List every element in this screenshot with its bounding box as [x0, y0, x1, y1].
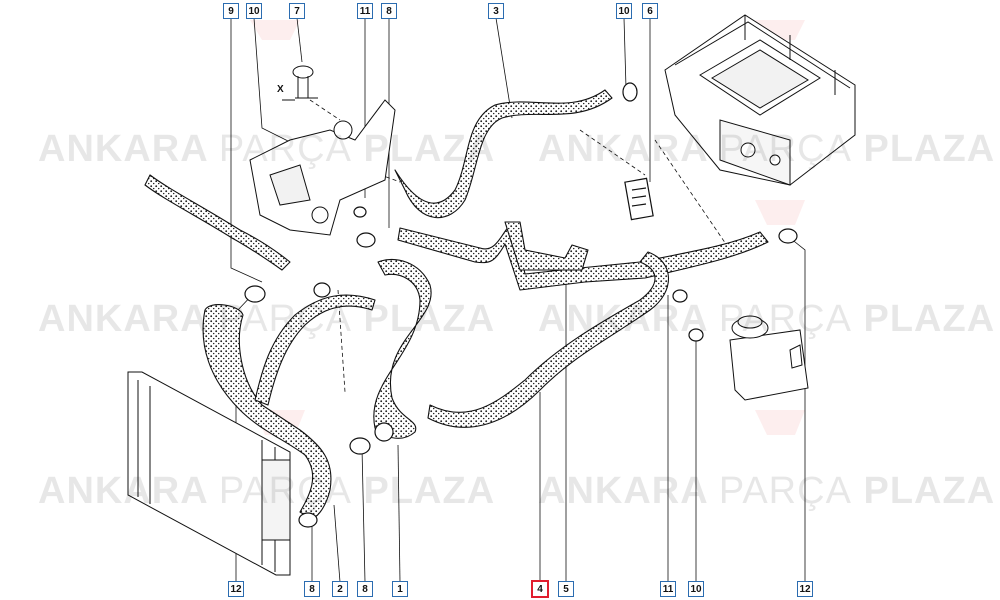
- callout-top-9[interactable]: 9: [223, 3, 239, 19]
- callout-bottom-2[interactable]: 2: [332, 581, 348, 597]
- clamp-10: [688, 328, 704, 342]
- hose-1: [373, 258, 432, 439]
- callout-bottom-12b[interactable]: 12: [797, 581, 813, 597]
- hose-4: [427, 251, 670, 428]
- watermark-text: ANKARA PARÇA PLAZA: [538, 470, 995, 513]
- watermark-brand: ANKARA: [538, 470, 708, 512]
- callout-bottom-11[interactable]: 11: [660, 581, 676, 597]
- watermark-text: ANKARA PARÇA PLAZA: [38, 470, 495, 513]
- hose-left-bypass: [254, 294, 376, 406]
- watermark-brand: ANKARA: [38, 298, 208, 340]
- watermark-suffix: PLAZA: [863, 128, 996, 170]
- watermark-brand: ANKARA: [538, 298, 708, 340]
- callout-top-7[interactable]: 7: [289, 3, 305, 19]
- watermark-text: ANKARA PARÇA PLAZA: [38, 128, 495, 171]
- watermark-middle: PARÇA: [218, 128, 352, 170]
- callout-top-3[interactable]: 3: [488, 3, 504, 19]
- clamp-8: [298, 512, 318, 528]
- callout-bottom-10[interactable]: 10: [688, 581, 704, 597]
- hose-upper-mid: [504, 221, 589, 271]
- watermark-suffix: PLAZA: [863, 298, 996, 340]
- watermark-middle: PARÇA: [718, 470, 852, 512]
- watermark-middle: PARÇA: [218, 470, 352, 512]
- clamp-12: [313, 282, 331, 298]
- callout-top-6[interactable]: 6: [642, 3, 658, 19]
- callout-bottom-5[interactable]: 5: [558, 581, 574, 597]
- watermark-text: ANKARA PARÇA PLAZA: [538, 298, 995, 341]
- clamp-8: [356, 232, 376, 248]
- watermark-suffix: PLAZA: [363, 298, 496, 340]
- watermark-text: ANKARA PARÇA PLAZA: [538, 128, 995, 171]
- callout-bottom-8[interactable]: 8: [304, 581, 320, 597]
- watermark-middle: PARÇA: [718, 298, 852, 340]
- expansion-tank: [729, 315, 809, 401]
- watermark-middle: PARÇA: [718, 128, 852, 170]
- dimension-label: X: [277, 84, 284, 95]
- watermark-brand: ANKARA: [538, 128, 708, 170]
- callout-bottom-4-highlighted[interactable]: 4: [531, 580, 549, 598]
- sensor-6: [624, 177, 654, 221]
- clamp-9: [244, 285, 266, 303]
- clamp-12: [778, 228, 798, 244]
- clamps: [244, 82, 798, 528]
- watermark-brand: ANKARA: [38, 128, 208, 170]
- callout-top-11[interactable]: 11: [357, 3, 373, 19]
- callout-top-10b[interactable]: 10: [616, 3, 632, 19]
- hose-3: [394, 89, 613, 219]
- watermark-suffix: PLAZA: [363, 470, 496, 512]
- radiator: [127, 371, 291, 576]
- callout-top-10[interactable]: 10: [246, 3, 262, 19]
- hoses: [144, 89, 769, 519]
- watermark-text: ANKARA PARÇA PLAZA: [38, 298, 495, 341]
- clamp-8: [349, 437, 371, 455]
- watermark-suffix: PLAZA: [863, 470, 996, 512]
- callout-bottom-12[interactable]: 12: [228, 581, 244, 597]
- clamp-11: [353, 206, 367, 218]
- callout-bottom-1[interactable]: 1: [392, 581, 408, 597]
- watermark-middle: PARÇA: [218, 298, 352, 340]
- callout-top-8[interactable]: 8: [381, 3, 397, 19]
- clamp-1: [374, 422, 394, 442]
- hose-left-top: [144, 174, 291, 271]
- watermark-brand: ANKARA: [38, 470, 208, 512]
- clamp-10: [622, 82, 638, 102]
- thermostat-housing: [249, 65, 396, 236]
- callout-bottom-8b[interactable]: 8: [357, 581, 373, 597]
- watermark-suffix: PLAZA: [363, 128, 496, 170]
- clamp-11: [672, 289, 688, 303]
- hose-2: [202, 304, 332, 519]
- heater-box: [664, 14, 856, 186]
